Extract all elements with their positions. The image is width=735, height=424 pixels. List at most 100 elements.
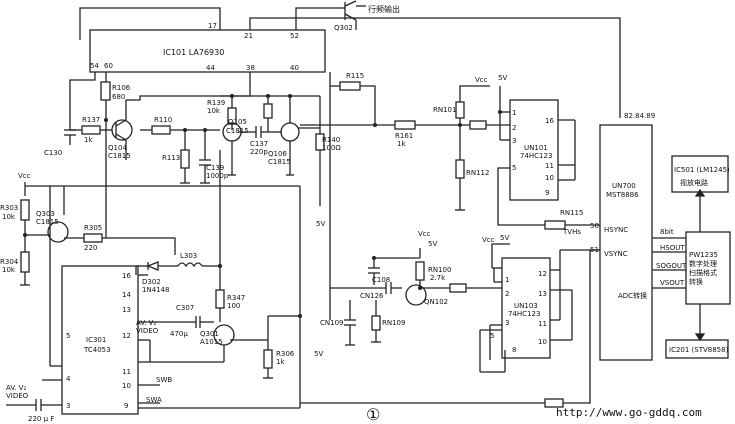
r106-label: R106 <box>112 84 131 92</box>
vsync-label: VSYNC <box>604 250 628 258</box>
cn109-label: CN109 <box>320 319 344 327</box>
ic101-label: IC101 LA76930 <box>163 48 224 57</box>
c108-label: C108 <box>372 276 390 284</box>
ic301-type: TC4053 <box>83 346 111 354</box>
r106-value: 680 <box>112 93 125 101</box>
v5-mid-label: 5V <box>428 240 437 248</box>
c307-value: 470μ <box>170 330 188 338</box>
ic101-pin-52: 52 <box>290 32 299 40</box>
un700-body <box>599 124 653 361</box>
ic501-desc: 视放电路 <box>680 178 708 187</box>
c130-label: C130 <box>44 149 62 157</box>
pw-line4: 转换 <box>689 277 703 286</box>
r347-label: R347 <box>227 294 245 302</box>
ic201-box <box>665 339 729 359</box>
d302-type: 1N4148 <box>142 286 170 294</box>
un103-pin-3: 3 <box>505 319 509 327</box>
r139-label: R139 <box>207 99 225 107</box>
c137-label: C137 <box>250 140 268 148</box>
un103-body <box>501 257 551 359</box>
q106-type: C1815 <box>268 158 291 166</box>
tvhs-label: TVHs <box>562 228 581 236</box>
ic501-label: IC501 (LM1245) <box>674 166 730 174</box>
q105-type: C1815 <box>226 127 249 135</box>
q301-type: A1015 <box>200 338 223 346</box>
ic301-pin-5: 5 <box>66 332 70 340</box>
r161-value: 1k <box>397 140 406 148</box>
ic301-pin-9: 9 <box>124 402 128 410</box>
r137-label: R137 <box>82 116 100 124</box>
pw-line2: 数字处理 <box>689 259 717 268</box>
rn100-label: RN100 <box>428 266 451 274</box>
adc-label: ADC转换 <box>618 291 647 300</box>
rn100-value: 2.7k <box>430 274 446 282</box>
q301-label: Q301 <box>200 330 219 338</box>
swb-label: SWB <box>156 376 172 384</box>
un101-pin-2: 2 <box>512 124 516 132</box>
ic101-pin-17: 17 <box>208 22 217 30</box>
rn112-label: RN112 <box>466 169 489 177</box>
vcc-mid-label: Vcc <box>418 230 431 238</box>
r305-label: R305 <box>84 224 102 232</box>
un101-pin-1: 1 <box>512 109 516 117</box>
pw-line3: 扫描格式 <box>689 268 717 277</box>
ic301-pin-3: 3 <box>66 402 70 410</box>
c139-label: C139 <box>206 164 224 172</box>
rn109-label: RN109 <box>382 319 405 327</box>
r305-value: 220 <box>84 244 97 252</box>
q303-type: C1815 <box>36 218 59 226</box>
un101-pin-11: 11 <box>545 162 554 170</box>
un700-type: MST8886 <box>606 191 639 199</box>
un101-pin-10: 10 <box>545 174 554 182</box>
q106-label: Q106 <box>268 150 287 158</box>
ic201-label: IC201 (STV8858) <box>669 346 729 354</box>
pins-82-84-89: 82.84.89 <box>624 112 655 120</box>
pw1235-box <box>685 231 731 305</box>
un101-pin-9: 9 <box>545 189 549 197</box>
un103-pin-12: 12 <box>538 270 547 278</box>
r303-label: R303 <box>0 204 18 212</box>
un103-label: UN103 <box>514 302 538 310</box>
c139-value: 1000p <box>206 172 229 180</box>
c137-value: 220p <box>250 148 268 156</box>
un103-pin-2: 2 <box>505 290 509 298</box>
un101-pin-5: 5 <box>512 164 516 172</box>
d302-label: D302 <box>142 278 161 286</box>
ic101-pin-60: 60 <box>104 62 113 70</box>
r303-value: 10k <box>2 213 16 221</box>
vcc-un103-label: Vcc <box>482 236 495 244</box>
ic301-pin-10: 10 <box>122 382 131 390</box>
ic101-pin-44: 44 <box>206 64 215 72</box>
v5-un103-label: 5V <box>500 234 509 242</box>
r347-value: 100 <box>227 302 240 310</box>
av-in-label2: VIDEO <box>6 392 29 400</box>
r137-value: 1k <box>84 136 93 144</box>
ic101-body <box>89 29 326 73</box>
swa-label: SWA <box>146 396 162 404</box>
r306-label: R306 <box>276 350 295 358</box>
q303-label: Q303 <box>36 210 55 218</box>
hsync-label: HSYNC <box>604 226 628 234</box>
vsout-label: VSOUT <box>660 279 685 287</box>
v5-top-label: 5V <box>498 74 507 82</box>
un101-body <box>509 99 559 201</box>
un700-pin-50: 50 <box>590 222 599 230</box>
un103-pin-13: 13 <box>538 290 547 298</box>
un103-pin-5: 5 <box>490 332 494 340</box>
horizontal-output-label: 行频输出 <box>368 4 400 14</box>
cn126-label: CN126 <box>360 292 384 300</box>
un103-type: 74HC123 <box>508 310 540 318</box>
ic301-pin-12: 12 <box>122 332 131 340</box>
q104-label: Q104 <box>108 144 127 152</box>
un101-pin-3: 3 <box>512 137 516 145</box>
r113-label: R113 <box>162 154 180 162</box>
ic101-pin-40: 40 <box>290 64 299 72</box>
ic301-label: IC301 <box>86 336 106 344</box>
r110-label: R110 <box>154 116 172 124</box>
r161-label: R161 <box>395 132 413 140</box>
vcc-top-label: Vcc <box>475 76 488 84</box>
pw-line1: PW1235 <box>689 251 718 259</box>
un103-pin-11: 11 <box>538 320 547 328</box>
ic301-av-label1: AV. V₂ <box>136 319 156 327</box>
un101-label: UN101 <box>524 144 548 152</box>
